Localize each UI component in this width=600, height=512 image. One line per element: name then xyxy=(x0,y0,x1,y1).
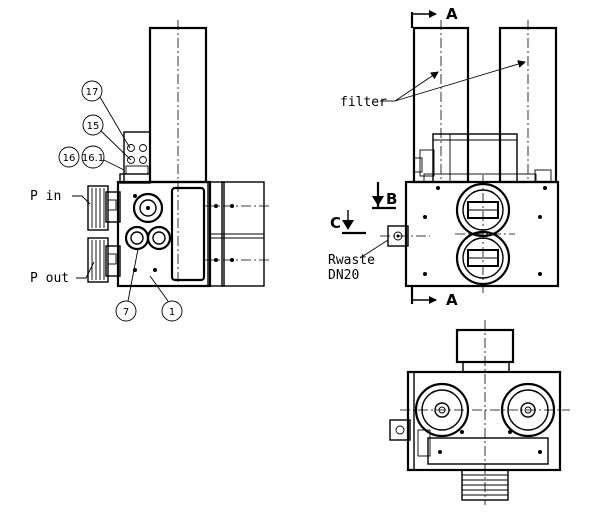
callout-15: 15 xyxy=(82,114,132,161)
callout-7: 7 xyxy=(115,248,139,322)
section-a-top: A xyxy=(410,5,458,28)
section-a-bottom: A xyxy=(410,286,458,309)
section-b: B xyxy=(372,182,397,210)
bottom-rail xyxy=(427,437,549,465)
rwaste-label: Rwaste xyxy=(328,253,375,268)
inlet-pipe xyxy=(87,185,109,231)
svg-text:17: 17 xyxy=(86,87,99,98)
svg-text:16: 16 xyxy=(63,153,76,164)
sight-window xyxy=(170,186,206,282)
valve-upper xyxy=(132,192,164,224)
valve-lower-right xyxy=(146,225,172,251)
bottom-view xyxy=(389,320,570,505)
svg-text:B: B xyxy=(386,190,397,208)
callout-16: 16 xyxy=(58,146,80,168)
p-out-label: P out xyxy=(30,271,69,286)
front-view: filter Rwaste DN20 A A B C xyxy=(328,5,560,309)
callout-1: 1 xyxy=(149,275,183,322)
svg-text:A: A xyxy=(446,5,458,23)
svg-text:15: 15 xyxy=(87,121,100,132)
control-housing xyxy=(432,133,518,183)
filter-label: filter xyxy=(340,95,387,110)
p-in-label: P in xyxy=(30,189,61,204)
callout-17: 17 xyxy=(81,80,131,149)
callout-16-1: 16.1 xyxy=(81,145,125,171)
valve-lower-left xyxy=(124,225,150,251)
svg-text:1: 1 xyxy=(169,307,175,318)
svg-text:C: C xyxy=(330,214,341,232)
section-c: C xyxy=(330,210,366,235)
front-body xyxy=(404,180,560,288)
side-view: P in P out 17 15 16 16.1 7 xyxy=(30,20,270,322)
svg-text:7: 7 xyxy=(123,307,129,318)
rwaste-size-label: DN20 xyxy=(328,268,359,283)
outlet-pipe xyxy=(87,237,109,283)
svg-text:A: A xyxy=(446,291,458,309)
svg-text:16.1: 16.1 xyxy=(82,153,104,164)
bottom-waste-port xyxy=(389,419,411,441)
